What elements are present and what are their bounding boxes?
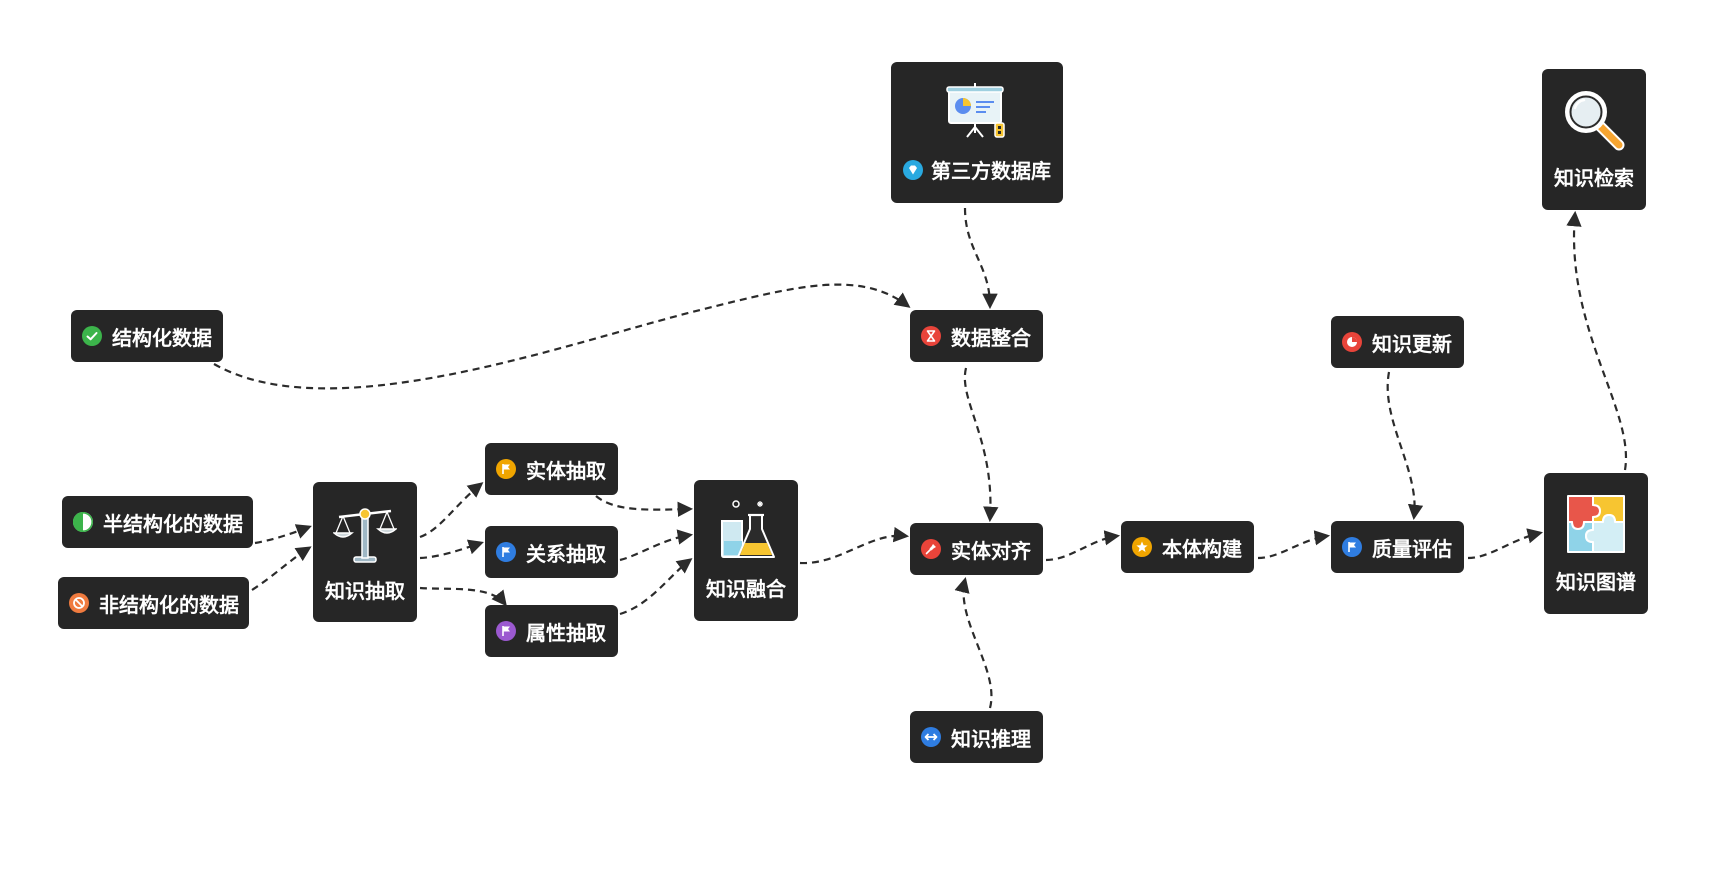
- node-label: 非结构化的数据: [99, 592, 239, 617]
- node-label: 实体抽取: [526, 458, 606, 483]
- node-label: 结构化数据: [112, 325, 212, 350]
- edge-semi-to-extract: [254, 524, 312, 545]
- node-label: 半结构化的数据: [103, 511, 243, 536]
- presentation-board-icon: [945, 81, 1009, 145]
- node-third-party-database[interactable]: 第三方数据库: [891, 62, 1063, 203]
- star-icon: [1132, 537, 1152, 557]
- hourglass-icon: [921, 326, 941, 346]
- half-circle-icon: [73, 512, 93, 532]
- node-quality-assessment[interactable]: 质量评估: [1331, 521, 1464, 573]
- node-label: 数据整合: [951, 325, 1031, 350]
- edge-entity_extract-to-fusion: [595, 495, 694, 518]
- node-semi-structured-data[interactable]: 半结构化的数据: [62, 496, 253, 548]
- edge-update-to-quality: [1386, 371, 1424, 521]
- balance-scale-icon: [333, 501, 397, 565]
- edge-integration-to-alignment: [963, 367, 999, 523]
- node-relation-extraction[interactable]: 关系抽取: [485, 526, 618, 578]
- check-circle-icon: [82, 326, 102, 346]
- magnifier-icon: [1562, 88, 1626, 152]
- edge-quality-to-graph: [1467, 528, 1543, 560]
- double-arrow-icon: [921, 727, 941, 747]
- edge-fusion-to-alignment: [799, 526, 910, 565]
- flag-icon: [496, 459, 516, 479]
- edge-graph-to-search: [1566, 210, 1628, 471]
- node-ontology-construction[interactable]: 本体构建: [1121, 521, 1254, 573]
- node-knowledge-fusion[interactable]: 知识融合: [694, 480, 798, 621]
- node-structured-data[interactable]: 结构化数据: [71, 310, 223, 362]
- node-label: 第三方数据库: [931, 159, 1051, 183]
- pie-chart-icon: [1342, 332, 1362, 352]
- flag-icon: [496, 621, 516, 641]
- node-knowledge-update[interactable]: 知识更新: [1331, 316, 1464, 368]
- node-label: 知识融合: [706, 577, 786, 601]
- node-data-integration[interactable]: 数据整合: [910, 310, 1043, 362]
- node-label: 关系抽取: [526, 541, 606, 566]
- puzzle-icon: [1564, 492, 1628, 556]
- node-attribute-extraction[interactable]: 属性抽取: [485, 605, 618, 657]
- lab-flask-icon: [714, 499, 778, 563]
- edge-unstructured-to-extract: [251, 546, 312, 591]
- node-label: 实体对齐: [951, 538, 1031, 563]
- node-label: 本体构建: [1162, 536, 1242, 561]
- node-label: 知识抽取: [325, 578, 405, 603]
- edge-third_party-to-integration: [963, 207, 998, 310]
- node-knowledge-retrieval[interactable]: 知识检索: [1542, 69, 1646, 210]
- node-entity-extraction[interactable]: 实体抽取: [485, 443, 618, 495]
- no-entry-icon: [69, 593, 89, 613]
- flag-icon: [1342, 537, 1362, 557]
- edge-attribute_extract-to-fusion: [619, 558, 693, 616]
- pin-icon: [921, 539, 941, 559]
- edge-extract-to-attribute_extract: [419, 586, 507, 607]
- node-unstructured-data[interactable]: 非结构化的数据: [58, 577, 249, 629]
- node-knowledge-reasoning[interactable]: 知识推理: [910, 711, 1043, 763]
- edge-structured-to-integration: [213, 283, 911, 390]
- edge-ontology-to-quality: [1257, 530, 1331, 560]
- node-knowledge-graph[interactable]: 知识图谱: [1544, 473, 1648, 614]
- edge-extract-to-relation_extract: [419, 539, 484, 560]
- edge-extract-to-entity_extract: [419, 482, 484, 539]
- node-label: 知识图谱: [1556, 570, 1636, 594]
- node-label: 知识更新: [1372, 331, 1452, 356]
- diamond-icon: [903, 159, 923, 180]
- node-label: 属性抽取: [526, 620, 606, 645]
- node-knowledge-extraction[interactable]: 知识抽取: [313, 482, 417, 622]
- edge-relation_extract-to-fusion: [619, 529, 694, 562]
- node-label: 质量评估: [1372, 536, 1452, 561]
- node-entity-alignment[interactable]: 实体对齐: [910, 523, 1043, 575]
- edge-alignment-to-ontology: [1045, 530, 1121, 562]
- flag-icon: [496, 542, 516, 562]
- node-label: 知识推理: [951, 726, 1031, 751]
- node-label: 知识检索: [1554, 166, 1634, 190]
- edge-reasoning-to-alignment: [954, 577, 993, 709]
